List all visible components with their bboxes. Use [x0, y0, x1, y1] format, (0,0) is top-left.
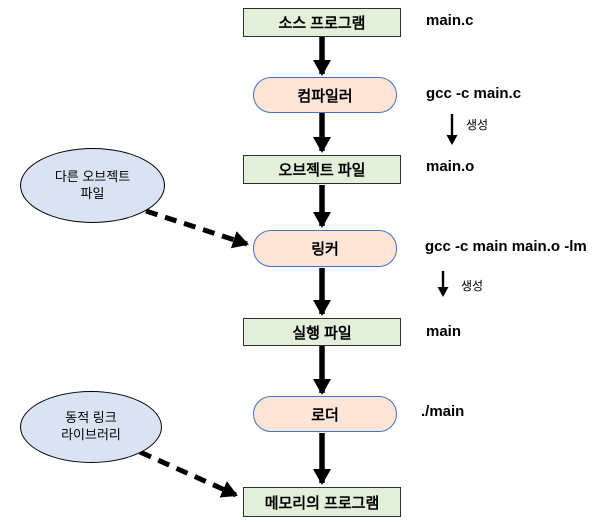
- node-compiler-label: 컴파일러: [297, 87, 353, 105]
- node-compiler: 컴파일러: [253, 77, 397, 113]
- node-source-program-label: 소스 프로그램: [278, 15, 366, 32]
- annotation-object-file: main.o: [426, 158, 475, 175]
- annotation-executable: main: [426, 323, 462, 340]
- node-other-object-files: 다른 오브젝트 파일: [20, 148, 165, 223]
- generate-label-1: 생성: [466, 118, 489, 132]
- node-linker-label: 링커: [311, 241, 339, 258]
- node-memory-program-label: 메모리의 프로그램: [264, 494, 380, 512]
- annotation-compile-command: gcc -c main.c: [426, 85, 522, 102]
- node-executable-file: 실행 파일: [243, 318, 401, 346]
- node-other-object-files-label: 다른 오브젝트 파일: [54, 168, 131, 201]
- annotation-source-file: main.c: [426, 12, 474, 29]
- node-source-program: 소스 프로그램: [243, 8, 401, 37]
- node-loader: 로더: [253, 396, 397, 432]
- node-dynamic-link-library-label: 동적 링크 라이브러리: [61, 410, 121, 442]
- annotation-link-command: gcc -c main main.o -lm: [425, 238, 587, 255]
- node-loader-label: 로더: [311, 406, 339, 424]
- node-memory-program: 메모리의 프로그램: [243, 487, 401, 517]
- node-object-file: 오브젝트 파일: [243, 155, 401, 184]
- annotation-run-command: ./main: [421, 403, 465, 420]
- node-object-file-label: 오브젝트 파일: [278, 162, 366, 179]
- node-linker: 링커: [253, 230, 397, 267]
- arrow-other-object-to-linker: [145, 208, 249, 249]
- node-dynamic-link-library: 동적 링크 라이브러리: [20, 391, 162, 463]
- arrow-dynlib-to-memory: [138, 449, 238, 498]
- node-executable-file-label: 실행 파일: [292, 324, 352, 342]
- generate-label-2: 생성: [461, 279, 484, 293]
